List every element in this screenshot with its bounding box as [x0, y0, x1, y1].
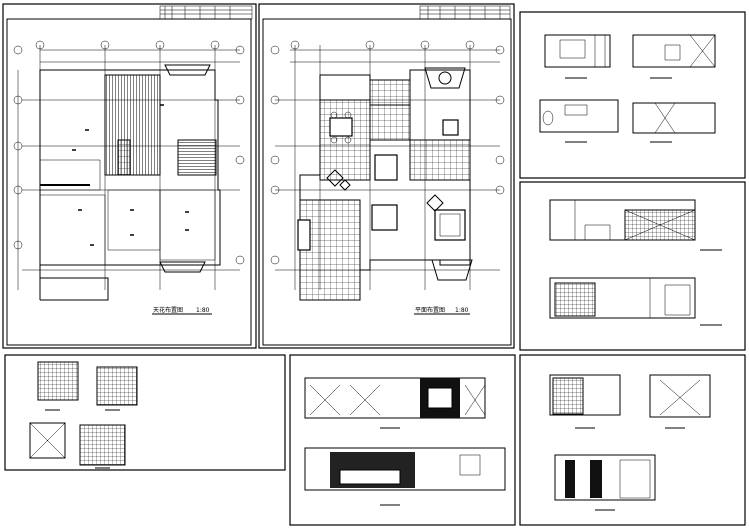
floor-plan-title: 平面布置图: [415, 306, 445, 314]
ceiling-plan-scale: 1:80: [196, 307, 210, 314]
sheet-details-1: [4, 354, 286, 471]
sheet-ceiling-plan: 天花布置图 1:80: [2, 3, 257, 349]
ceiling-plan-title: 天花布置图: [153, 306, 183, 314]
floor-plan-scale: 1:80: [455, 307, 469, 314]
sheet-elevations-4: [519, 354, 746, 526]
sheet-elevations-3: [289, 354, 516, 526]
sheet-floor-plan: 平面布置图 1:80: [258, 3, 515, 349]
sheet-elevations-1: [519, 11, 746, 179]
sheet-elevations-2: [519, 181, 746, 351]
